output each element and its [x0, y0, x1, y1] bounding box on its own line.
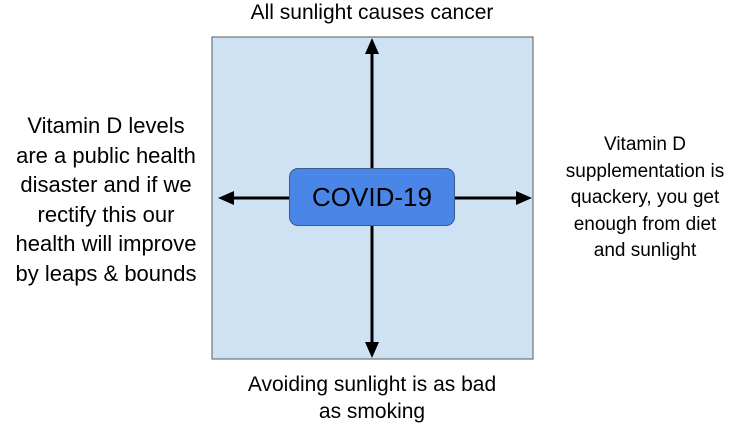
center-label: COVID-19 — [312, 181, 432, 212]
top-axis-label: All sunlight causes cancer — [250, 1, 494, 24]
left-axis-label: Vitamin D levels are a public health dis… — [15, 113, 197, 286]
right-axis-label: Vitamin D supplementation is quackery, y… — [565, 134, 725, 261]
center-box: COVID-19 — [289, 168, 455, 226]
bottom-axis-label: Avoiding sunlight is as bad as smoking — [247, 373, 497, 423]
